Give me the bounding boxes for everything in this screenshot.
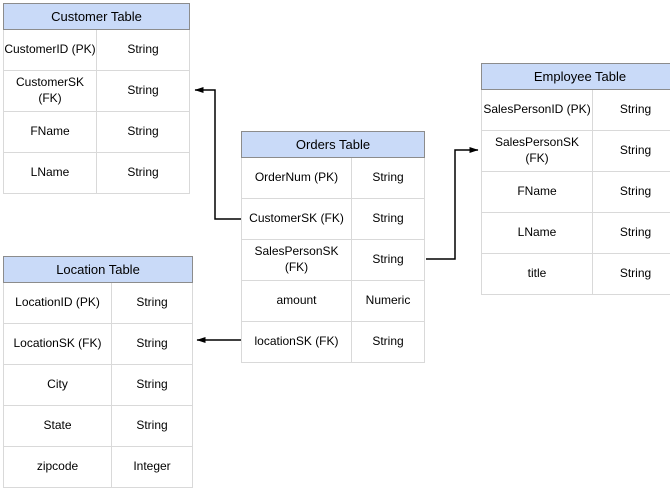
table-row: CustomerSK (FK) String bbox=[4, 70, 189, 111]
table-row: LocationSK (FK) String bbox=[4, 323, 192, 364]
table-row: zipcode Integer bbox=[4, 446, 192, 487]
field-name-cell: LocationSK (FK) bbox=[4, 324, 112, 364]
field-type-cell: String bbox=[127, 83, 159, 98]
field-type-cell: String bbox=[619, 184, 652, 199]
field-type-cell: String bbox=[136, 336, 168, 351]
field-type-cell: String bbox=[127, 124, 159, 139]
field-type-cell: String bbox=[619, 143, 652, 158]
table-row: LName String bbox=[4, 152, 189, 193]
field-name-cell: SalesPersonSK (FK) bbox=[242, 240, 352, 280]
field-name-cell: locationSK (FK) bbox=[242, 322, 352, 362]
table-location-body: LocationID (PK) String LocationSK (FK) S… bbox=[3, 283, 193, 488]
table-row: State String bbox=[4, 405, 192, 446]
field-name-cell: CustomerSK (FK) bbox=[4, 71, 97, 111]
field-name-cell: OrderNum (PK) bbox=[242, 158, 352, 198]
field-name-cell: LocationID (PK) bbox=[4, 283, 112, 323]
field-type-cell: Numeric bbox=[365, 293, 411, 308]
table-row: SalesPersonSK (FK) String bbox=[482, 130, 670, 171]
field-name-cell: title bbox=[482, 254, 593, 294]
field-name-cell: SalesPersonID (PK) bbox=[482, 90, 593, 130]
table-row: SalesPersonSK (FK) String bbox=[242, 239, 424, 280]
table-row: City String bbox=[4, 364, 192, 405]
table-row: amount Numeric bbox=[242, 280, 424, 321]
field-name-cell: State bbox=[4, 406, 112, 446]
field-type-cell: String bbox=[372, 170, 404, 185]
table-row: CustomerID (PK) String bbox=[4, 30, 189, 70]
table-customer-body: CustomerID (PK) String CustomerSK (FK) S… bbox=[3, 30, 190, 194]
table-employee-title: Employee Table bbox=[481, 63, 670, 90]
field-name-cell: SalesPersonSK (FK) bbox=[482, 131, 593, 171]
table-employee: Employee Table SalesPersonID (PK) String… bbox=[481, 63, 670, 295]
table-row: LocationID (PK) String bbox=[4, 283, 192, 323]
connector-orders-salespersonsk-to-employee bbox=[426, 147, 479, 260]
field-type-cell: String bbox=[619, 102, 652, 117]
table-orders-title: Orders Table bbox=[241, 131, 425, 158]
field-type-cell: String bbox=[136, 418, 168, 433]
field-type-cell: String bbox=[372, 211, 404, 226]
field-name-cell: amount bbox=[242, 281, 352, 321]
field-type-cell: String bbox=[127, 42, 159, 57]
field-type-cell: String bbox=[136, 377, 168, 392]
table-row: FName String bbox=[482, 171, 670, 212]
table-orders: Orders Table OrderNum (PK) String Custom… bbox=[241, 131, 425, 363]
field-name-cell: City bbox=[4, 365, 112, 405]
table-customer: Customer Table CustomerID (PK) String Cu… bbox=[3, 3, 190, 194]
field-name-cell: FName bbox=[4, 112, 97, 152]
table-row: OrderNum (PK) String bbox=[242, 158, 424, 198]
table-row: locationSK (FK) String bbox=[242, 321, 424, 362]
table-row: FName String bbox=[4, 111, 189, 152]
field-name-cell: LName bbox=[482, 213, 593, 253]
table-employee-body: SalesPersonID (PK) String SalesPersonSK … bbox=[481, 90, 670, 295]
field-type-cell: String bbox=[127, 165, 159, 180]
field-name-cell: FName bbox=[482, 172, 593, 212]
field-type-cell: String bbox=[136, 295, 168, 310]
field-type-cell: String bbox=[372, 334, 404, 349]
table-row: SalesPersonID (PK) String bbox=[482, 90, 670, 130]
table-row: CustomerSK (FK) String bbox=[242, 198, 424, 239]
field-name-cell: zipcode bbox=[4, 447, 112, 487]
table-location-title: Location Table bbox=[3, 256, 193, 283]
table-row: title String bbox=[482, 253, 670, 294]
field-name-cell: CustomerID (PK) bbox=[4, 30, 97, 70]
table-customer-title: Customer Table bbox=[3, 3, 190, 30]
field-type-cell: Integer bbox=[133, 459, 171, 474]
table-location: Location Table LocationID (PK) String Lo… bbox=[3, 256, 193, 488]
connector-orders-customersk-to-customer bbox=[194, 87, 241, 220]
table-orders-body: OrderNum (PK) String CustomerSK (FK) Str… bbox=[241, 158, 425, 363]
field-name-cell: CustomerSK (FK) bbox=[242, 199, 352, 239]
field-type-cell: String bbox=[619, 225, 652, 240]
field-type-cell: String bbox=[619, 266, 652, 281]
field-name-cell: LName bbox=[4, 153, 97, 193]
field-type-cell: String bbox=[372, 252, 404, 267]
table-row: LName String bbox=[482, 212, 670, 253]
